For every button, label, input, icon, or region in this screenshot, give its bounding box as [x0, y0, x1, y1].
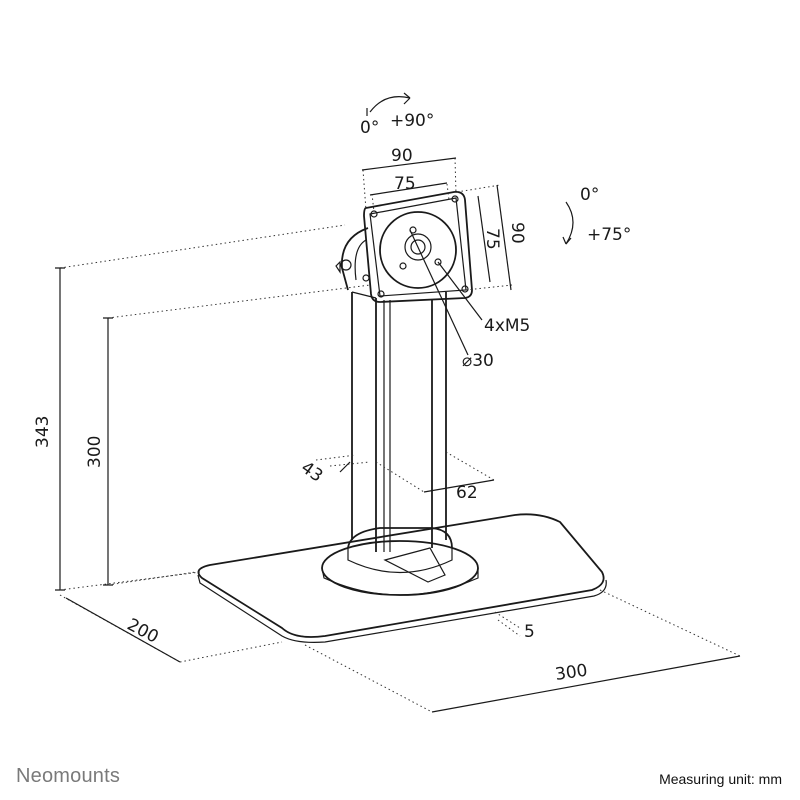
vesa-height-label: 300	[85, 436, 105, 468]
total-height-label: 343	[33, 416, 53, 448]
column-collar	[321, 527, 479, 596]
rotation-end-label: +90°	[390, 111, 434, 131]
base-depth-label: 200	[124, 615, 162, 648]
diameter-label: ⌀30	[462, 351, 494, 371]
tilt-start-label: 0°	[580, 185, 599, 205]
column-depth-label: 43	[297, 458, 326, 487]
rotation-start-label: 0°	[360, 118, 379, 138]
dimension-lines	[55, 157, 741, 713]
tilt-arrow-icon	[562, 201, 574, 245]
brand-logo: Neomounts	[16, 765, 121, 787]
rotation-arrow-icon	[366, 92, 411, 116]
vesa-width-outer-label: 90	[391, 146, 413, 166]
base-width-label: 300	[554, 661, 589, 685]
vesa-height-inner-label: 75	[482, 228, 502, 250]
column-width-label: 62	[456, 483, 478, 503]
measuring-unit-note: Measuring unit: mm	[659, 771, 782, 787]
vesa-width-inner-label: 75	[394, 174, 416, 194]
base-thickness-label: 5	[524, 622, 535, 642]
screws-label: 4xM5	[484, 316, 530, 336]
tilt-bracket	[335, 227, 370, 291]
vesa-height-outer-label: 90	[507, 222, 527, 244]
tilt-end-label: +75°	[587, 225, 631, 245]
column	[351, 291, 447, 552]
base-plate	[197, 513, 607, 643]
